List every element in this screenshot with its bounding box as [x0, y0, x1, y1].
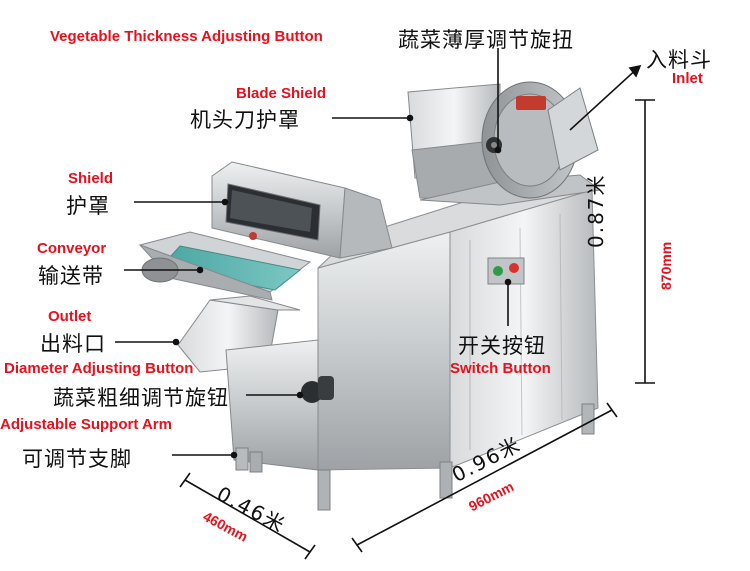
switch-panel	[487, 257, 525, 285]
green-switch	[493, 266, 503, 276]
thickness-label-zh: 蔬菜薄厚调节旋扭	[398, 28, 574, 52]
callout-lines	[115, 48, 642, 459]
outlet-label-en: Outlet	[48, 308, 92, 325]
height-label-zh: 0.87米	[584, 173, 608, 248]
blade-shield-label-zh: 机头刀护罩	[190, 108, 300, 132]
diameter-label-en: Diameter Adjusting Button	[4, 360, 194, 377]
dimension-lines	[179, 99, 655, 560]
conveyor-belt	[138, 231, 312, 301]
red-switch	[509, 263, 519, 273]
conveyor-label-en: Conveyor	[37, 240, 107, 257]
support-label-zh: 可调节支脚	[22, 447, 132, 471]
diameter-knob	[301, 376, 334, 403]
thickness-label-en: Vegetable Thickness Adjusting Button	[50, 28, 323, 45]
outlet-label-zh: 出料口	[40, 332, 106, 356]
blade-head	[407, 81, 602, 206]
outlet-chute	[177, 295, 319, 471]
switch-label-en: Switch Button	[450, 360, 551, 377]
inlet-label-en: Inlet	[672, 70, 703, 87]
shield-label-en: Shield	[68, 170, 114, 187]
shield-label-zh: 护罩	[66, 194, 110, 218]
height-label-mm: 870mm	[658, 241, 674, 290]
blade-shield-label-en: Blade Shield	[236, 85, 327, 102]
diameter-label-zh: 蔬菜粗细调节旋钮	[53, 386, 229, 410]
switch-label-zh: 开关按钮	[458, 334, 546, 358]
shield-cover	[211, 161, 393, 259]
conveyor-label-zh: 输送带	[38, 264, 104, 288]
support-legs	[235, 403, 595, 511]
support-label-en: Adjustable Support Arm	[0, 416, 172, 433]
inlet-label-zh: 入料斗	[646, 48, 712, 72]
